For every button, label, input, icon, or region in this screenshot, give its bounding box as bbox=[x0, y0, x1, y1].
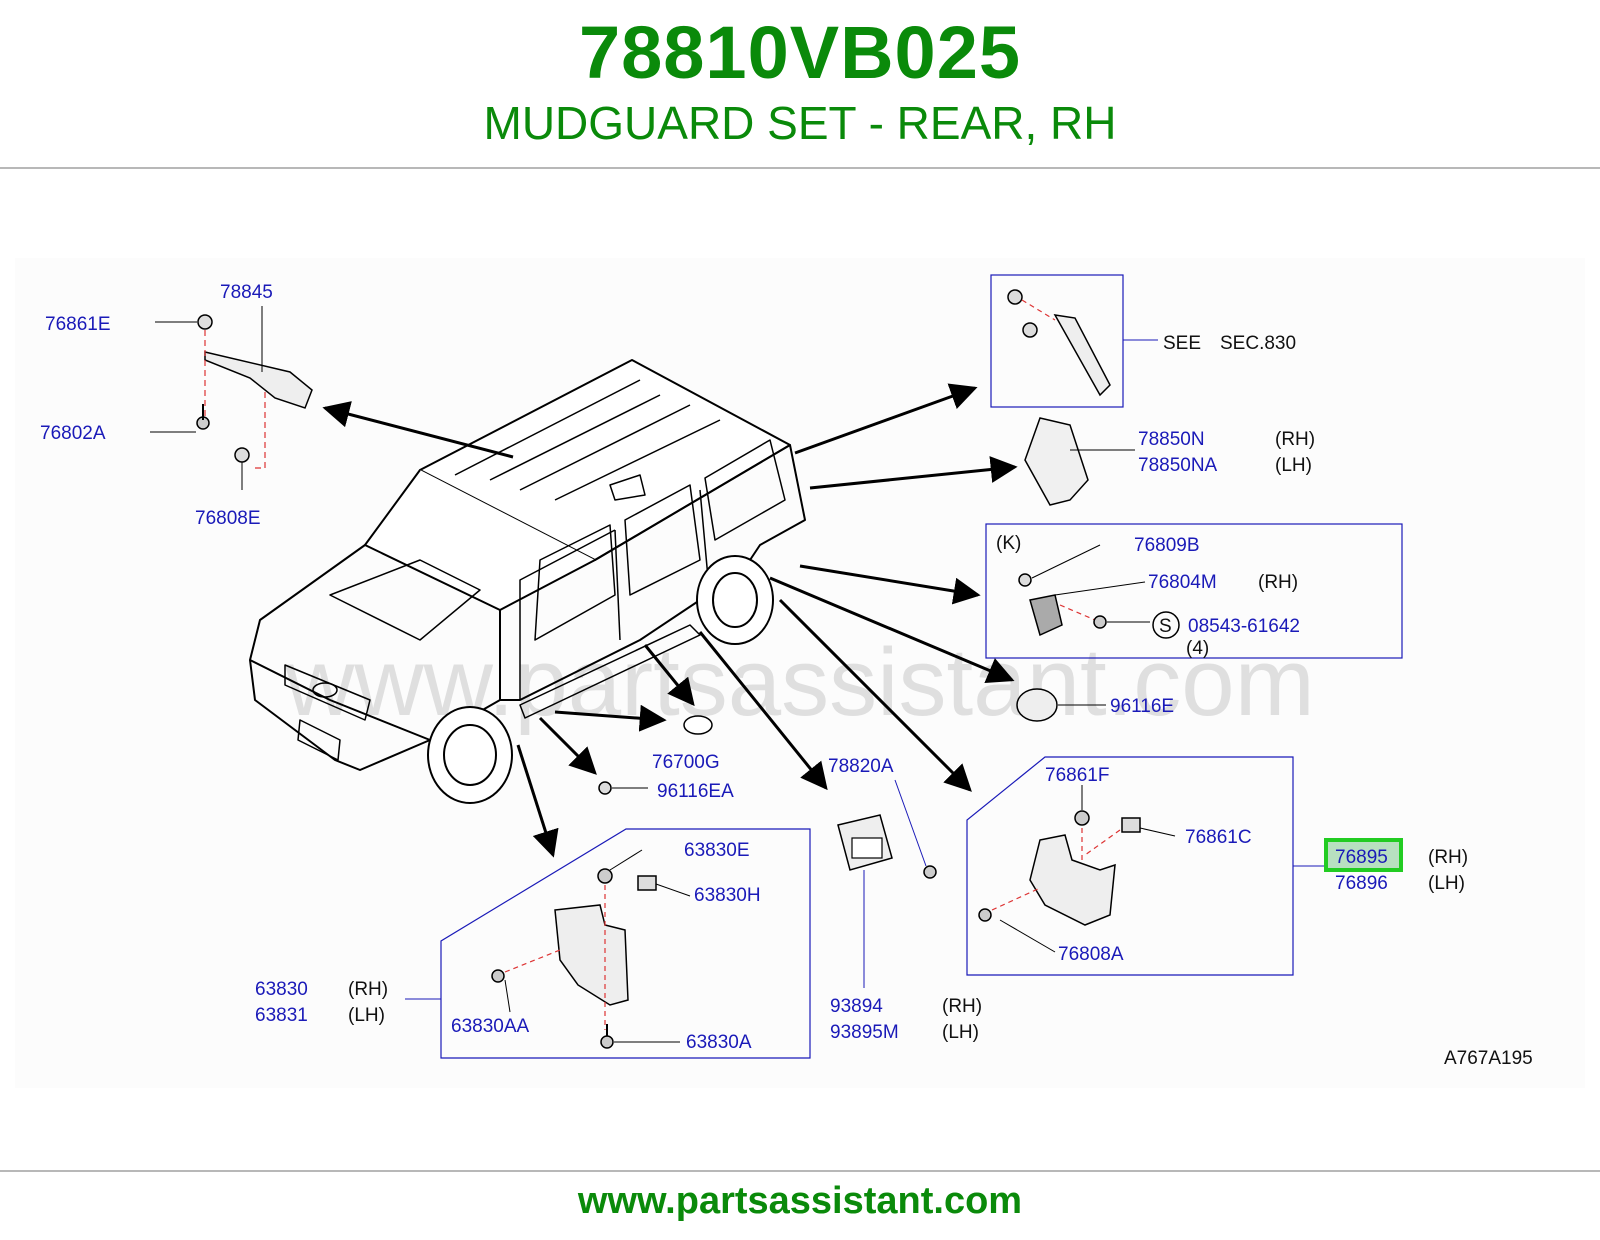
label-76861e: 76861E bbox=[45, 314, 111, 335]
label-76700g: 76700G bbox=[652, 752, 720, 773]
label-78850na-side: (LH) bbox=[1275, 455, 1312, 476]
mudguard-rear-box bbox=[966, 756, 1294, 976]
label-78820a: 78820A bbox=[828, 756, 894, 777]
label-76804m: 76804M bbox=[1148, 572, 1217, 593]
label-63831-side: (LH) bbox=[348, 1005, 385, 1026]
label-78845: 78845 bbox=[220, 282, 273, 303]
label-96116ea: 96116EA bbox=[657, 781, 734, 802]
footer-divider bbox=[0, 1170, 1600, 1172]
page-header: 78810VB025 MUDGUARD SET - REAR, RH bbox=[0, 0, 1600, 170]
label-76802a: 76802A bbox=[40, 423, 106, 444]
bracket-78845-group bbox=[150, 306, 313, 490]
label-63830: 63830 bbox=[255, 979, 308, 1000]
part-number-title: 78810VB025 bbox=[578, 11, 1022, 94]
label-76861f: 76861F bbox=[1045, 765, 1109, 786]
see-section-ref: SEC.830 bbox=[1220, 333, 1296, 354]
garnish-78850n bbox=[1024, 417, 1089, 506]
label-76861c: 76861C bbox=[1185, 827, 1252, 848]
label-63830h: 63830H bbox=[694, 885, 761, 906]
label-76809b: 76809B bbox=[1134, 535, 1200, 556]
label-96116e: 96116E bbox=[1110, 696, 1174, 717]
k-variant-box bbox=[985, 523, 1403, 659]
label-76895-side: (RH) bbox=[1428, 847, 1468, 868]
clip-96116ea bbox=[598, 781, 612, 795]
plug-76700g bbox=[683, 715, 713, 735]
label-93894: 93894 bbox=[830, 996, 883, 1017]
label-76896-side: (LH) bbox=[1428, 873, 1465, 894]
drawing-code: A767A195 bbox=[1444, 1048, 1533, 1069]
qty-label: (4) bbox=[1186, 638, 1209, 659]
mudguard-rear-illustration bbox=[978, 785, 1176, 953]
highlight-76895[interactable] bbox=[1324, 838, 1403, 872]
label-76896: 76896 bbox=[1335, 873, 1388, 894]
pointer-arrows bbox=[322, 383, 1018, 858]
circled-s-symbol: S bbox=[1159, 616, 1172, 637]
mudguard-front-box bbox=[440, 828, 811, 1059]
label-78850n: 78850N bbox=[1138, 429, 1205, 450]
label-63830aa: 63830AA bbox=[451, 1016, 530, 1037]
label-63831: 63831 bbox=[255, 1005, 308, 1026]
label-93895m-side: (LH) bbox=[942, 1022, 979, 1043]
watermark-text: www.partsassistant.com bbox=[284, 629, 1315, 736]
label-08543-61642: 08543-61642 bbox=[1188, 616, 1300, 637]
label-76804m-side: (RH) bbox=[1258, 572, 1298, 593]
see-section-box bbox=[990, 274, 1124, 408]
plug-96116e bbox=[1016, 688, 1058, 722]
label-78850n-side: (RH) bbox=[1275, 429, 1315, 450]
label-76808a: 76808A bbox=[1058, 944, 1124, 965]
label-78850na: 78850NA bbox=[1138, 455, 1218, 476]
part-name-subtitle: MUDGUARD SET - REAR, RH bbox=[483, 97, 1117, 149]
label-93895m: 93895M bbox=[830, 1022, 899, 1043]
header-divider bbox=[0, 167, 1600, 169]
k-variant-label: (K) bbox=[996, 533, 1021, 554]
label-76895[interactable]: 76895 bbox=[1335, 847, 1388, 868]
label-63830a: 63830A bbox=[686, 1032, 752, 1053]
vehicle-illustration bbox=[249, 359, 806, 804]
mudguard-front-illustration bbox=[491, 849, 691, 1049]
bracket-93894 bbox=[837, 779, 937, 988]
label-76808e: 76808E bbox=[195, 508, 261, 529]
label-93894-side: (RH) bbox=[942, 996, 982, 1017]
see-label: SEE bbox=[1163, 333, 1201, 354]
label-63830-side: (RH) bbox=[348, 979, 388, 1000]
label-63830e: 63830E bbox=[684, 840, 750, 861]
footer-website-link[interactable]: www.partsassistant.com bbox=[577, 1180, 1023, 1222]
